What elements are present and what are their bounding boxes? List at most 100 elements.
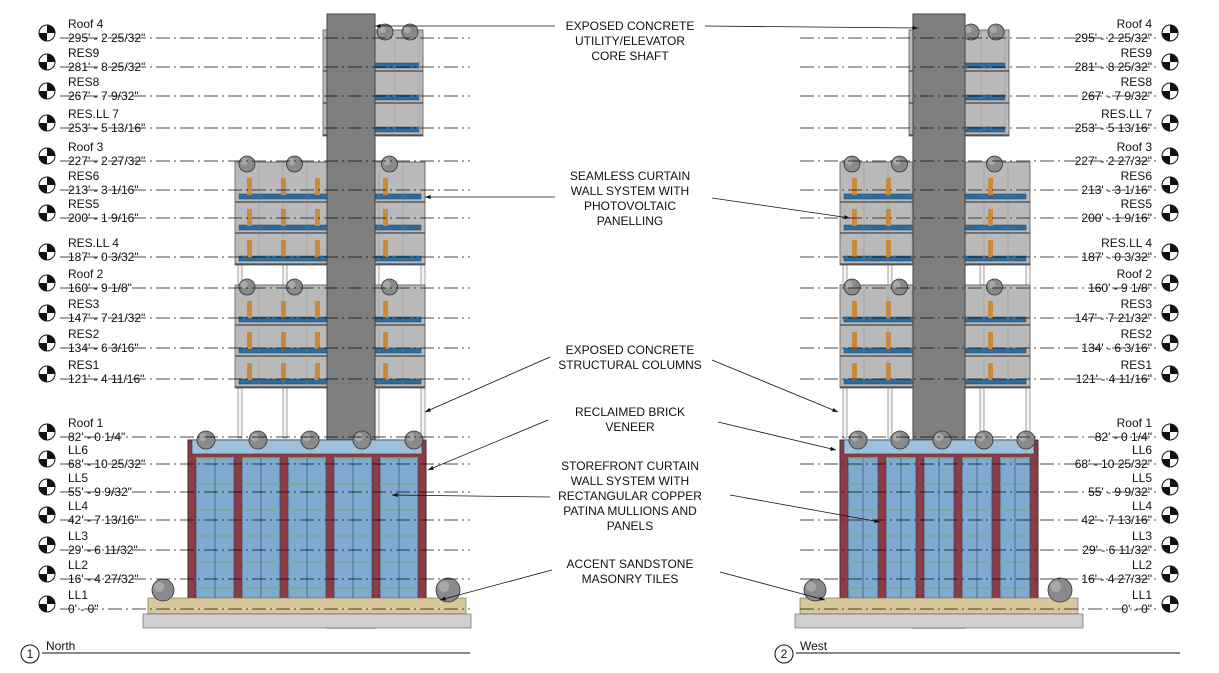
level-name-north: RES2 <box>68 327 100 341</box>
level-marker-icon <box>38 147 56 165</box>
balcony-door <box>315 363 320 380</box>
level-elevation-north: 68' - 10 25/32" <box>68 457 145 471</box>
level-elevation-west: 121' - 4 11/16" <box>1076 372 1152 386</box>
level-name-north: RES.LL 7 <box>68 107 119 121</box>
tree-highlight <box>893 158 901 166</box>
level-marker-icon <box>1161 147 1179 165</box>
ground-plinth <box>142 613 472 629</box>
level-marker-icon <box>1161 365 1179 383</box>
callout-text-columns: STRUCTURAL COLUMNS <box>558 358 702 372</box>
level-name-west: Roof 4 <box>1117 17 1153 31</box>
balcony-door <box>281 332 286 349</box>
level-name-north: LL3 <box>68 529 88 543</box>
level-elevation-north: 213' - 3 1/16" <box>68 183 139 197</box>
callout-text-core: EXPOSED CONCRETE <box>566 19 695 33</box>
tree-icon <box>286 278 303 296</box>
leader-line <box>704 25 919 29</box>
tree-highlight <box>964 26 972 34</box>
callout-text-curtain: WALL SYSTEM WITH <box>571 184 689 198</box>
leader-line <box>439 569 553 601</box>
level-name-west: RES6 <box>1121 169 1153 183</box>
tree-icon <box>986 278 1003 296</box>
tree-highlight <box>1050 581 1062 592</box>
level-name-north: LL1 <box>68 588 88 602</box>
balcony-door <box>383 363 388 380</box>
leader-arrowhead-icon <box>425 407 431 412</box>
balcony-door <box>281 301 286 318</box>
balcony-door <box>315 332 320 349</box>
balcony-door <box>988 363 993 380</box>
leader-arrowhead-icon <box>428 465 434 470</box>
tree-highlight <box>154 581 165 592</box>
level-name-west: RES9 <box>1121 46 1153 60</box>
callout-text-curtain: PHOTOVOLTAIC <box>584 199 676 213</box>
level-elevation-west: 213' - 3 1/16" <box>1081 183 1152 197</box>
callout-text-curtain: SEAMLESS CURTAIN <box>570 169 690 183</box>
balcony-door <box>247 332 252 349</box>
level-name-west: RES8 <box>1121 75 1153 89</box>
leader-line <box>719 571 826 601</box>
balcony-door <box>281 363 286 380</box>
level-elevation-north: 121' - 4 11/16" <box>68 372 144 386</box>
level-marker-icon <box>38 114 56 132</box>
level-elevation-west: 42' - 7 13/16" <box>1081 513 1152 527</box>
balcony-door <box>315 240 320 257</box>
tree-highlight <box>438 581 450 592</box>
view-number: 1 <box>27 647 34 661</box>
level-elevation-north: 16' - 4 27/32" <box>68 572 139 586</box>
tree-highlight <box>288 281 296 289</box>
level-name-west: LL5 <box>1132 471 1152 485</box>
level-elevation-north: 160' - 9 1/8" <box>68 281 132 295</box>
callout-text-sandstone: MASONRY TILES <box>582 572 679 586</box>
tree-icon <box>974 430 994 450</box>
level-elevation-north: 42' - 7 13/16" <box>68 513 139 527</box>
level-marker-icon <box>38 304 56 322</box>
balcony-door <box>281 209 286 226</box>
balcony-door <box>988 301 993 318</box>
balcony-door <box>383 178 388 195</box>
level-elevation-west: 160' - 9 1/8" <box>1088 281 1152 295</box>
leader-arrowhead-icon <box>844 215 850 220</box>
tree-icon <box>891 155 908 173</box>
level-elevation-north: 82' - 0 1/4" <box>68 430 125 444</box>
balcony-door <box>247 178 252 195</box>
callout-text-columns: EXPOSED CONCRETE <box>566 343 695 357</box>
level-marker-icon <box>38 274 56 292</box>
tree-highlight <box>383 158 391 166</box>
level-marker-icon <box>38 243 56 261</box>
leader-line <box>729 494 881 523</box>
balcony-door <box>988 332 993 349</box>
callout-text-storefront: STOREFRONT CURTAIN <box>561 459 699 473</box>
tree-icon <box>238 155 256 173</box>
tree-icon <box>890 430 910 450</box>
level-marker-icon <box>1161 334 1179 352</box>
level-elevation-west: 295' - 2 25/32" <box>1075 31 1152 45</box>
view-number: 2 <box>781 647 788 661</box>
level-name-north: LL5 <box>68 471 88 485</box>
level-elevation-north: 147' - 7 21/32" <box>68 311 145 325</box>
balcony-door <box>852 363 857 380</box>
level-marker-icon <box>1161 595 1179 613</box>
level-marker-icon <box>38 204 56 222</box>
leader-line <box>711 359 839 413</box>
tree-icon <box>843 278 861 296</box>
balcony-door <box>886 363 891 380</box>
tree-icon <box>932 430 952 450</box>
leader-arrowhead-icon <box>375 23 381 29</box>
level-elevation-west: 253' - 5 13/16" <box>1075 121 1152 135</box>
level-elevation-west: 200' - 1 9/16" <box>1081 211 1152 225</box>
level-marker-icon <box>1161 243 1179 261</box>
balcony-door <box>315 178 320 195</box>
leader-line <box>711 197 851 219</box>
view-number-badge <box>774 644 794 664</box>
tree-highlight <box>845 281 853 289</box>
leader-arrowhead-icon <box>819 596 825 601</box>
tree-icon <box>848 430 868 450</box>
level-name-north: LL2 <box>68 558 88 572</box>
level-marker-icon <box>38 595 56 613</box>
level-marker-icon <box>1161 204 1179 222</box>
level-elevation-west: 82' - 0 1/4" <box>1095 430 1152 444</box>
tree-icon <box>404 430 424 450</box>
level-marker-icon <box>1161 423 1179 441</box>
level-name-north: Roof 3 <box>68 140 104 154</box>
